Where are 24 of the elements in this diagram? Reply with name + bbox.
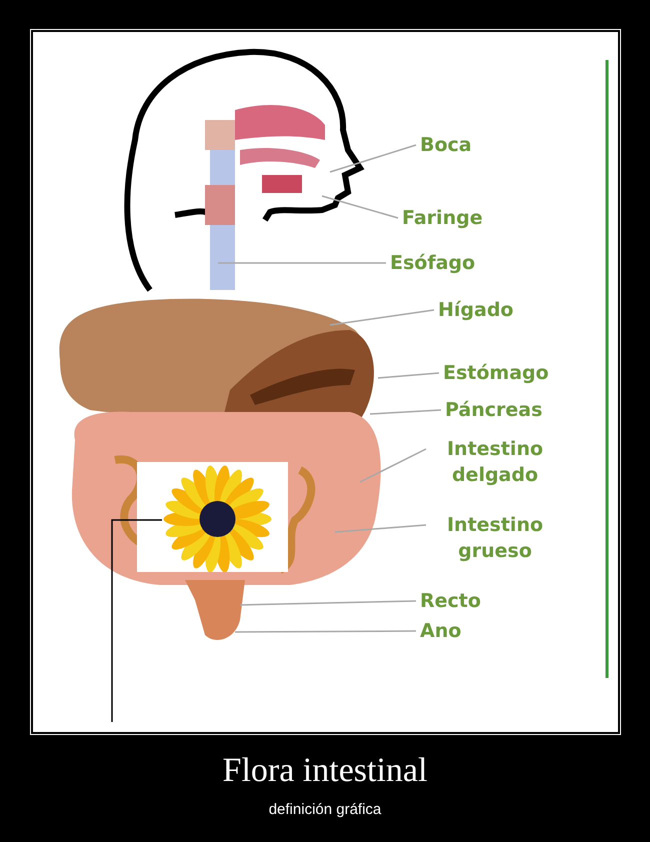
- leader-line: [334, 524, 426, 533]
- leader-line: [360, 448, 426, 483]
- leader-line: [370, 409, 442, 415]
- organ-label: Intestino delgado: [430, 436, 560, 488]
- leader-line: [378, 372, 440, 379]
- organ-label: Intestino grueso: [430, 512, 560, 564]
- leader-line: [218, 262, 386, 264]
- leader-line: [330, 144, 416, 173]
- organ-label: Esófago: [390, 250, 476, 276]
- organ-label: Faringe: [402, 205, 483, 231]
- sunflower-photo: [137, 462, 288, 572]
- poster-title: Flora intestinal: [222, 752, 428, 790]
- poster-caption: definición gráfica: [268, 801, 382, 818]
- leader-line: [111, 519, 162, 722]
- organ-label: Recto: [420, 588, 481, 614]
- leader-line: [240, 600, 416, 606]
- leader-line: [322, 195, 398, 219]
- organ-label: Páncreas: [445, 397, 542, 423]
- organ-label: Estómago: [443, 360, 549, 386]
- leader-line: [330, 309, 434, 326]
- organ-label: Hígado: [438, 297, 514, 323]
- organ-label: Ano: [420, 618, 462, 644]
- organ-label: Boca: [420, 132, 472, 158]
- leader-line: [235, 630, 416, 633]
